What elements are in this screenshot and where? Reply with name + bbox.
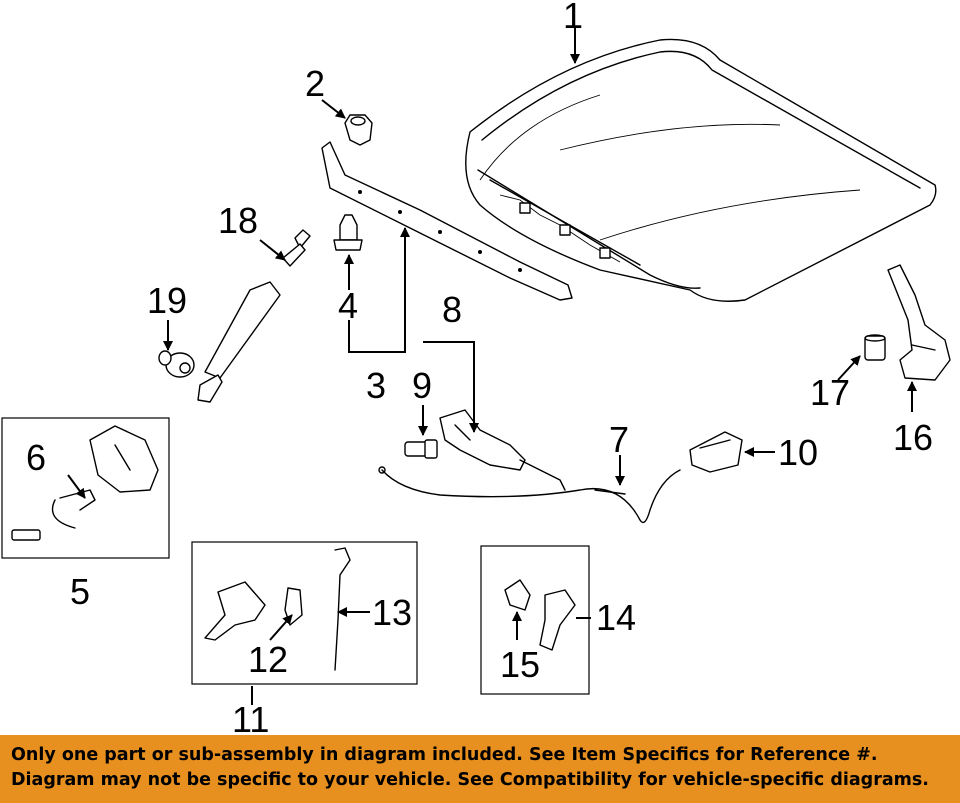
callout-8: 8 [442, 289, 462, 330]
ball-stud [158, 350, 195, 378]
bolt-part [404, 439, 438, 459]
hood-strut [197, 229, 311, 403]
callout-10: 10 [778, 432, 818, 473]
callout-6: 6 [26, 437, 46, 478]
parts-diagram: 1 2 3 4 5 6 7 8 9 10 11 12 13 14 15 16 1… [1, 0, 951, 735]
release-handle [689, 431, 743, 473]
callout-16: 16 [893, 417, 933, 458]
callout-13: 13 [372, 592, 412, 633]
callout-11: 11 [232, 699, 269, 735]
hood-latch [439, 409, 566, 491]
group-box-14 [480, 545, 590, 695]
callout-17: 17 [810, 372, 850, 413]
disclaimer-line-2: Diagram may not be specific to your vehi… [11, 770, 929, 790]
callout-4: 4 [338, 285, 358, 326]
callout-3: 3 [366, 365, 386, 406]
disclaimer-banner: Only one part or sub-assembly in diagram… [0, 735, 960, 803]
callout-18: 18 [218, 200, 258, 241]
callout-9: 9 [412, 365, 432, 406]
hood-seal [321, 141, 573, 301]
callout-7: 7 [609, 419, 629, 460]
stop-bumper [864, 334, 886, 361]
leader-lines [67, 28, 917, 705]
callout-5: 5 [70, 571, 90, 612]
callout-19: 19 [147, 280, 187, 321]
group-box-11 [191, 541, 418, 685]
clip-part [344, 114, 373, 146]
latch-base [204, 581, 266, 641]
hood-panel [465, 38, 937, 302]
lock-assembly [11, 425, 159, 541]
latch-rod [334, 547, 351, 671]
release-cable [378, 466, 681, 524]
callout-1: 1 [563, 0, 583, 36]
callout-15: 15 [500, 644, 540, 685]
callout-12: 12 [248, 639, 288, 680]
hood-hinge [887, 264, 951, 381]
push-clip [333, 214, 363, 251]
callout-14: 14 [596, 597, 636, 638]
group-box-5 [1, 417, 170, 559]
bracket-assembly [504, 579, 576, 651]
disclaimer-line-1: Only one part or sub-assembly in diagram… [11, 745, 878, 765]
callout-2: 2 [305, 63, 325, 104]
callout-labels: 1 2 3 4 5 6 7 8 9 10 11 12 13 14 15 16 1… [26, 0, 933, 735]
